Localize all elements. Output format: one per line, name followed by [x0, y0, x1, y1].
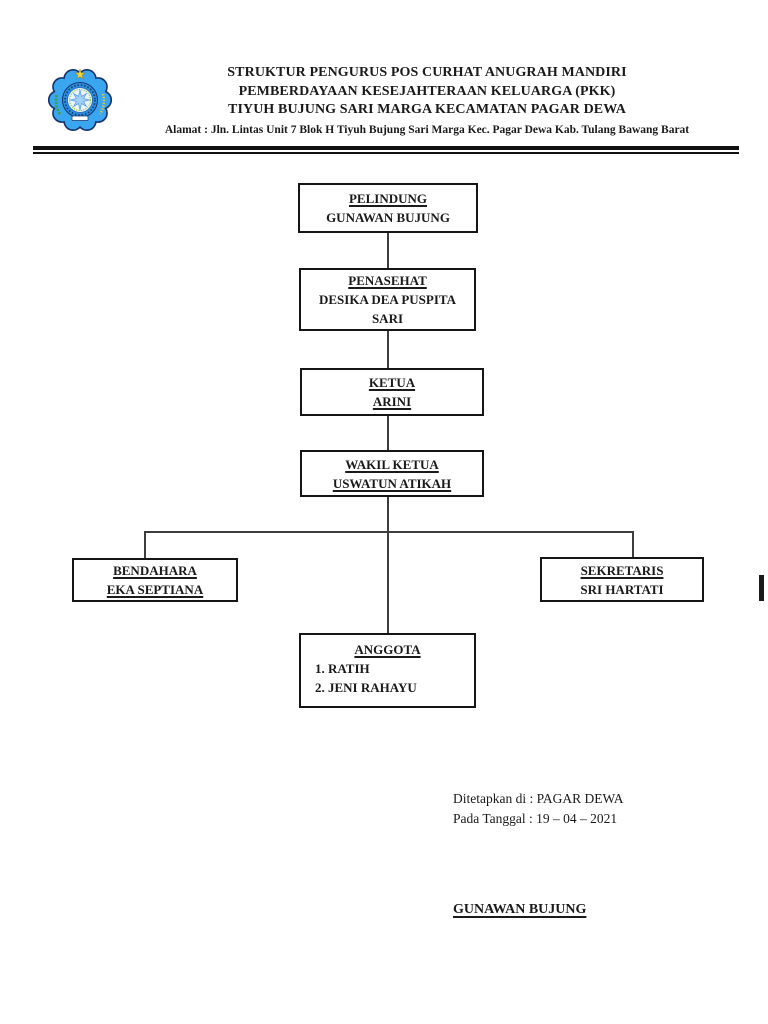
connector-drop-bendahara	[144, 531, 146, 558]
connector-drop-sekretaris	[632, 531, 634, 557]
org-box-title: PELINDUNG	[348, 191, 427, 206]
org-box-ketua: KETUA ARINI	[300, 368, 484, 416]
org-box-bendahara: BENDAHARA EKA SEPTIANA	[72, 558, 238, 602]
scan-artifact-mark	[759, 575, 764, 601]
org-box-title: PENASEHAT	[348, 273, 427, 288]
org-box-pelindung: PELINDUNG GUNAWAN BUJUNG	[298, 183, 478, 233]
org-box-name: EKA SEPTIANA	[106, 582, 204, 597]
org-box-anggota: ANGGOTA 1. RATIH 2. JENI RAHAYU	[299, 633, 476, 708]
org-box-name: USWATUN ATIKAH	[332, 475, 452, 491]
header-address: Alamat : Jln. Lintas Unit 7 Blok H Tiyuh…	[164, 123, 690, 136]
org-box-title: WAKIL KETUA	[345, 456, 439, 472]
connector-wakil-anggota	[387, 497, 389, 633]
footer-signature-name: GUNAWAN BUJUNG	[453, 902, 587, 917]
org-box-name: SRI HARTATI	[580, 581, 664, 597]
header-title-line-1: STRUKTUR PENGURUS POS CURHAT ANUGRAH MAN…	[227, 65, 627, 80]
org-box-title: SEKRETARIS	[580, 562, 664, 578]
connector-branch-horizontal	[144, 531, 634, 533]
org-box-name: DESIKA DEA PUSPITA SARI	[318, 292, 456, 326]
connector-pelindung-penasehat	[387, 233, 389, 268]
org-box-member: 1. RATIH	[315, 661, 370, 676]
footer-date-line: Pada Tanggal : 19 – 04 – 2021	[453, 811, 618, 826]
header-title-line-3: TIYUH BUJUNG SARI MARGA KECAMATAN PAGAR …	[228, 102, 626, 117]
org-box-penasehat: PENASEHAT DESIKA DEA PUSPITA SARI	[299, 268, 476, 331]
org-box-title: BENDAHARA	[113, 563, 197, 578]
org-box-name: ARINI	[372, 394, 412, 409]
org-box-wakil-ketua: WAKIL KETUA USWATUN ATIKAH	[300, 450, 484, 497]
regional-government-emblem-icon	[47, 66, 113, 132]
header-divider-rule	[33, 146, 739, 154]
org-box-name: GUNAWAN BUJUNG	[326, 210, 450, 225]
org-box-title: ANGGOTA	[354, 642, 421, 657]
org-box-title: KETUA	[368, 375, 416, 390]
header-title-line-2: PEMBERDAYAAN KESEJAHTERAAN KELUARGA (PKK…	[238, 83, 616, 99]
connector-ketua-wakil	[387, 416, 389, 450]
org-box-sekretaris: SEKRETARIS SRI HARTATI	[540, 557, 704, 602]
connector-penasehat-ketua	[387, 331, 389, 368]
footer-place-line: Ditetapkan di : PAGAR DEWA	[453, 791, 624, 806]
org-box-member: 2. JENI RAHAYU	[315, 680, 417, 695]
document-header: STRUKTUR PENGURUS POS CURHAT ANUGRAH MAN…	[120, 64, 734, 138]
